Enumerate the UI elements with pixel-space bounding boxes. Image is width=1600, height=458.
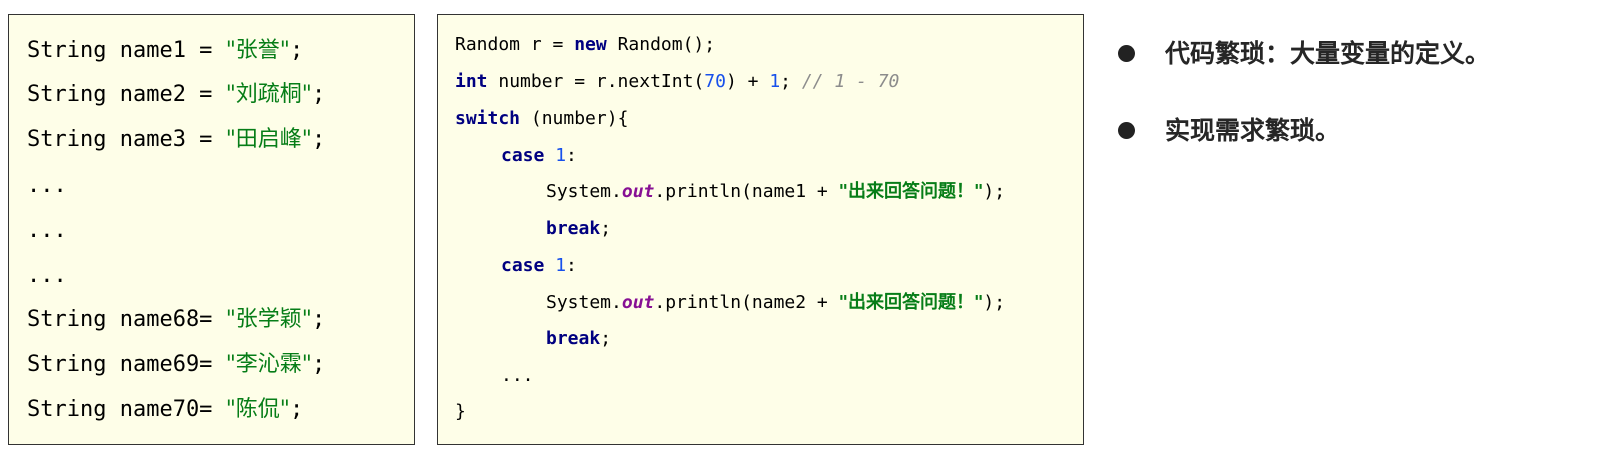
code-line: break; [546,217,611,241]
code-line: switch (number){ [455,107,628,131]
code-text: ); [983,292,1006,313]
code-text: ); [983,181,1006,202]
keyword: case [501,255,545,276]
code-line: String name70= "陈侃"; [27,396,303,424]
code-text: ; [289,38,304,63]
number-literal: 1 [555,255,567,276]
code-text: (number){ [520,108,629,129]
code-text: : [566,255,577,276]
static-field: out [621,181,655,202]
string-literal: "出来回答问题！" [838,181,984,202]
code-text: String name70= [27,397,226,422]
keyword: break [546,218,601,239]
number-literal: 70 [704,71,726,92]
left-code-block: String name1 = "张誉"; String name2 = "刘疏桐… [8,14,415,445]
code-line: String name69= "李沁霖"; [27,351,325,379]
code-text: .println(name1 + [654,181,839,202]
code-text: ; [311,352,326,377]
code-text: ... [501,365,534,386]
code-text: Random(); [606,34,716,55]
code-text: String name1 = [27,38,226,63]
code-text: .println(name2 + [654,292,839,313]
bullet-text: 实现需求繁琐。 [1165,116,1341,145]
code-text: String name2 = [27,82,226,107]
code-comment: // 1 - 70 [801,71,900,92]
bullet-item: 代码繁琐：大量变量的定义。 [1118,38,1490,70]
code-text: ... [27,218,67,243]
code-line: System.out.println(name1 + "出来回答问题！"); [546,180,1005,204]
string-literal: "李沁霖" [225,352,312,377]
code-text: ; [311,307,326,332]
bullet-dot-icon [1118,44,1135,62]
code-line: case 1: [501,254,577,278]
code-line: ... [27,217,67,245]
string-literal: "张学颖" [225,307,312,332]
keyword: case [501,145,545,166]
code-line: System.out.println(name2 + "出来回答问题！"); [546,291,1005,315]
code-text: Random r = [455,34,575,55]
code-text: String name3 = [27,127,226,152]
string-literal: "出来回答问题！" [838,292,984,313]
code-line: ... [27,262,67,290]
code-line: int number = r.nextInt(70) + 1; // 1 - 7… [455,70,899,94]
keyword: switch [455,108,521,129]
number-literal: 1 [555,145,567,166]
code-line: String name2 = "刘疏桐"; [27,81,325,109]
code-text: ; [780,71,802,92]
code-text: ... [27,173,67,198]
right-code-block: Random r = new Random(); int number = r.… [437,14,1084,445]
string-literal: "刘疏桐" [225,82,312,107]
code-text: System. [546,292,622,313]
bullet-text: 代码繁琐：大量变量的定义。 [1165,39,1491,68]
bullet-dot-icon [1118,121,1135,139]
string-literal: "张誉" [225,38,290,63]
keyword: break [546,328,601,349]
code-text: ; [311,127,326,152]
code-text: ; [289,397,304,422]
keyword: new [574,34,607,55]
code-line: case 1: [501,144,577,168]
code-line: String name3 = "田启峰"; [27,126,325,154]
code-line: ... [501,364,534,388]
code-text: System. [546,181,622,202]
code-text: String name68= [27,307,226,332]
code-line: ... [27,172,67,200]
code-line: String name1 = "张誉"; [27,37,303,65]
code-text: } [455,401,466,422]
code-line: Random r = new Random(); [455,33,715,57]
code-text: ; [311,82,326,107]
code-text: ... [27,263,67,288]
string-literal: "田启峰" [225,127,312,152]
string-literal: "陈侃" [225,397,290,422]
code-line: } [455,400,466,424]
code-line: String name68= "张学颖"; [27,306,325,334]
static-field: out [621,292,655,313]
code-text: ) + [725,71,770,92]
number-literal: 1 [769,71,781,92]
code-line: break; [546,327,611,351]
code-text [544,145,555,166]
code-text: ; [600,328,612,349]
code-text: ; [600,218,612,239]
code-text: number = r.nextInt( [487,71,705,92]
bullet-item: 实现需求繁琐。 [1118,115,1340,147]
code-text: : [566,145,577,166]
code-text: String name69= [27,352,226,377]
code-text [544,255,555,276]
keyword: int [455,71,488,92]
